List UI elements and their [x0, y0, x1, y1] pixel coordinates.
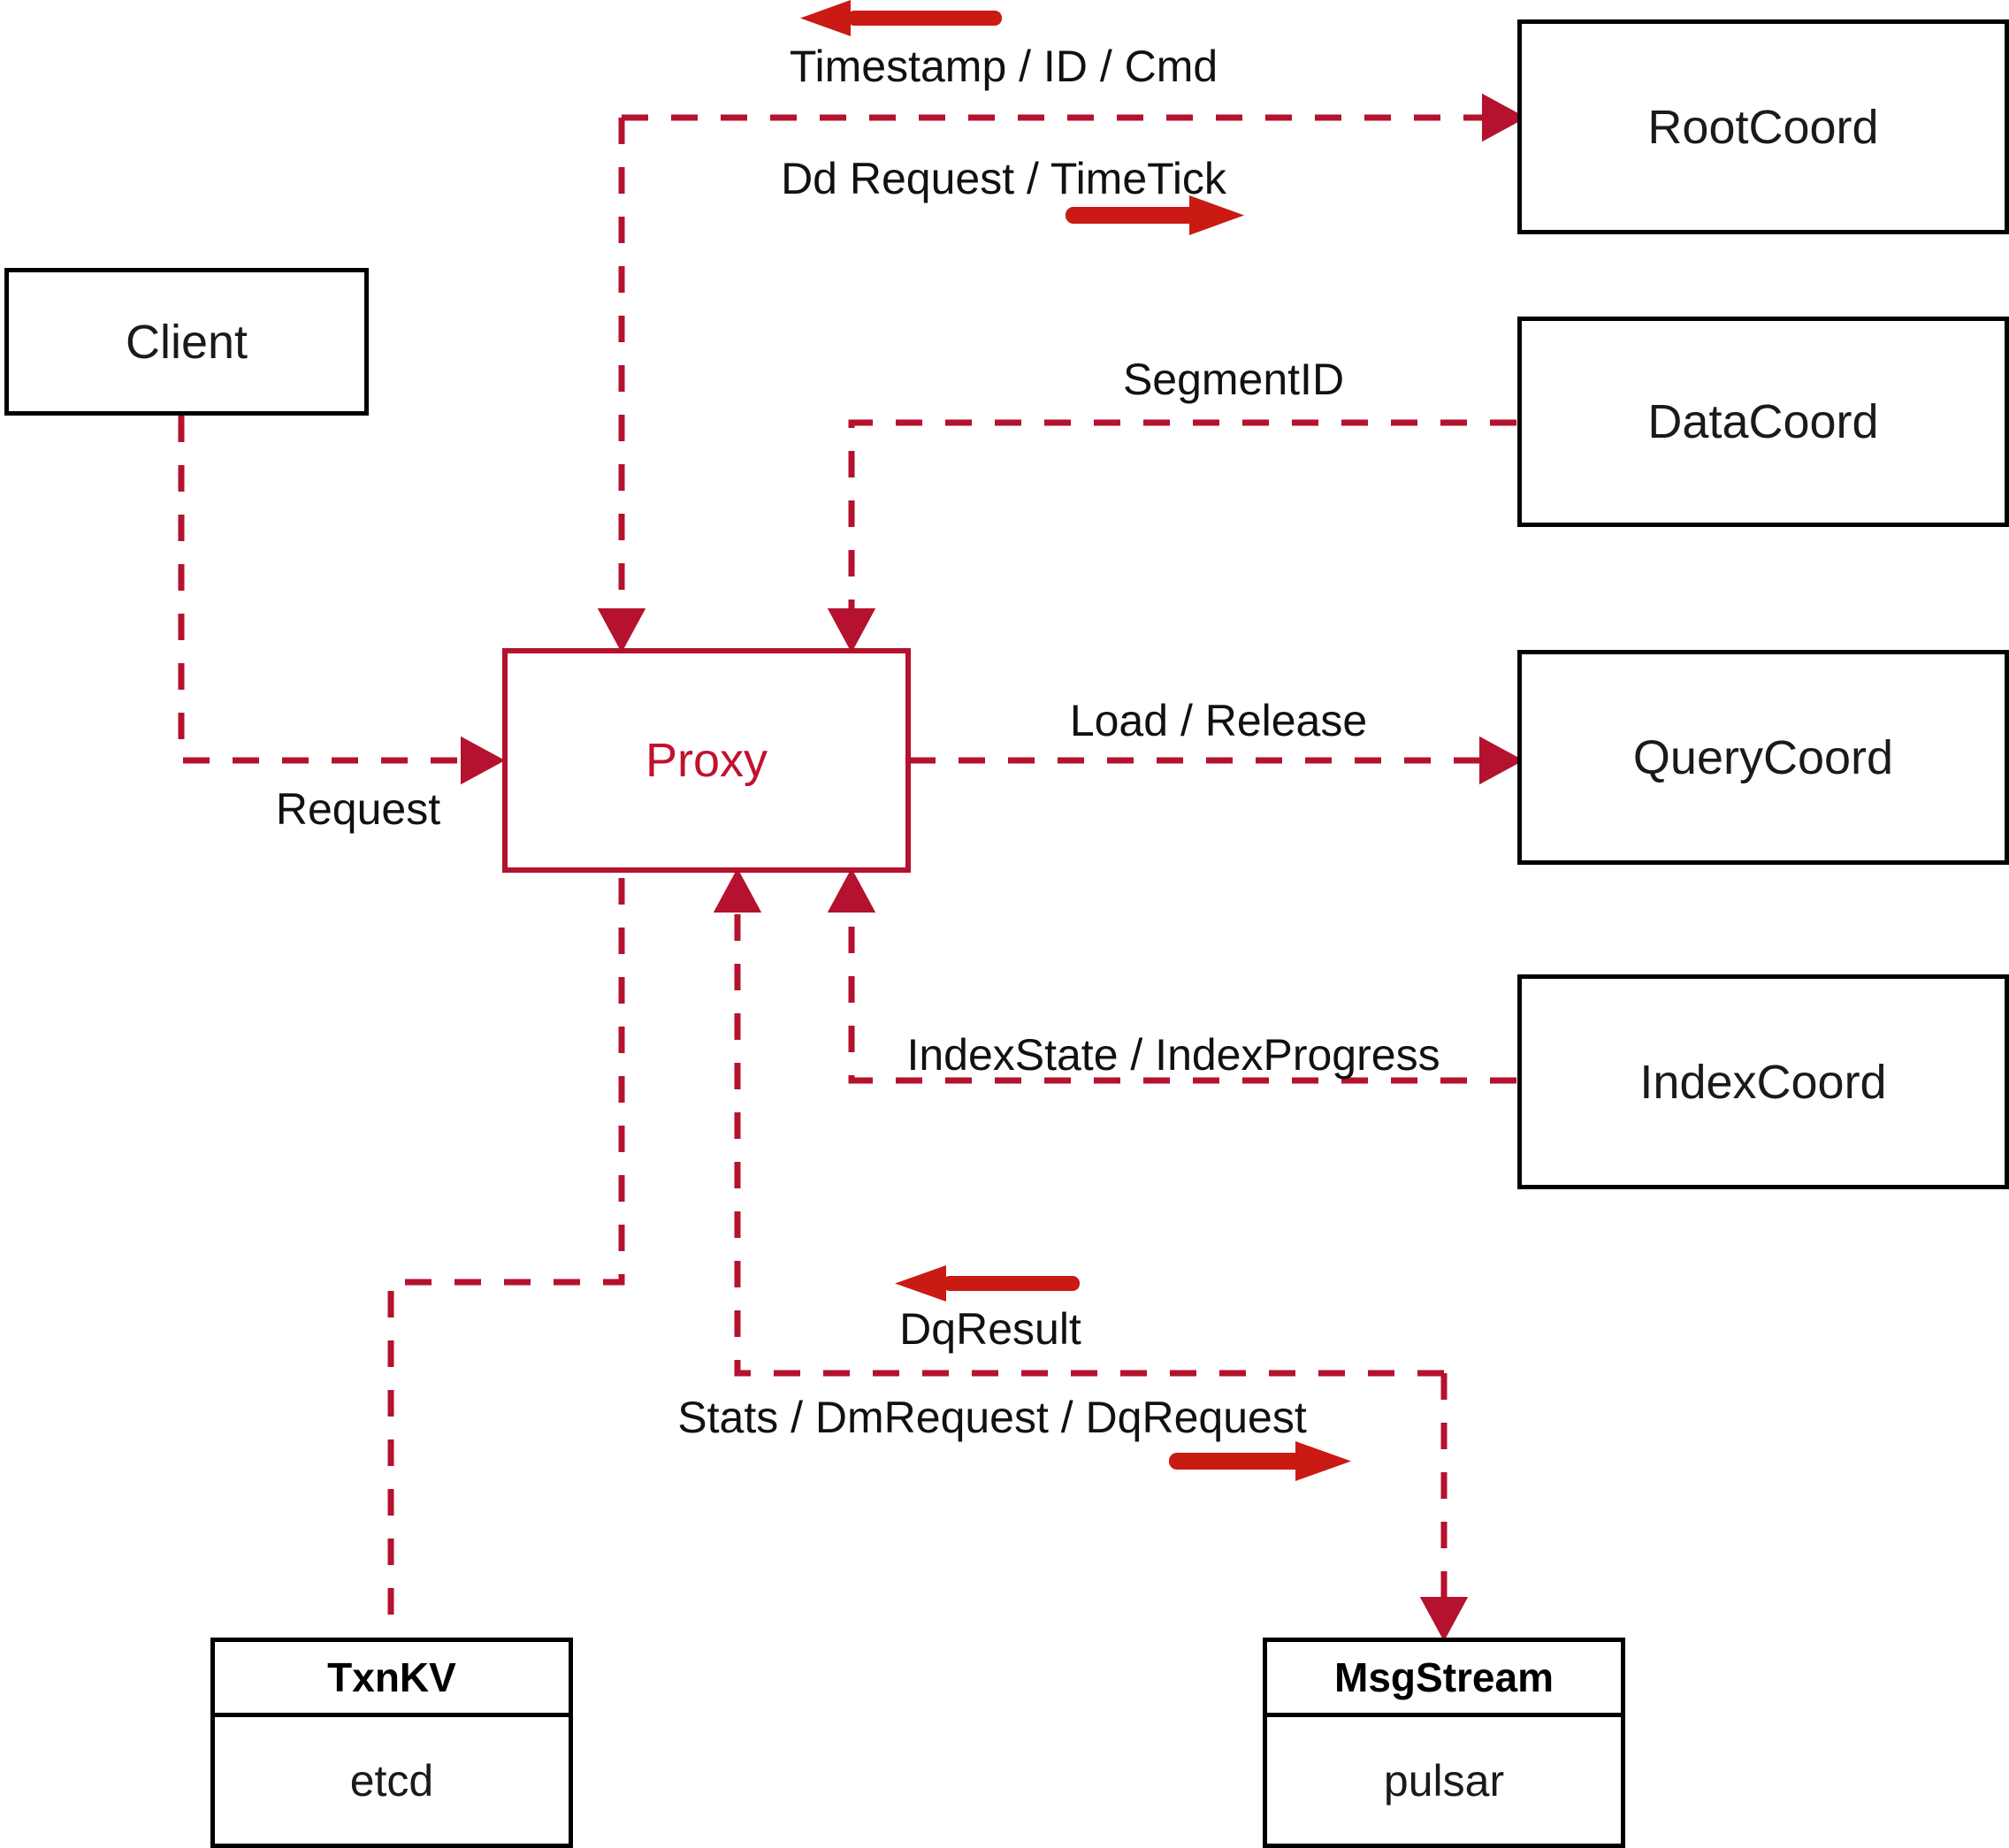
direction-arrow-timestamp-left	[800, 0, 1002, 36]
node-rootcoord[interactable]: RootCoord	[1517, 19, 2009, 234]
edge-label-load-release: Load / Release	[1069, 696, 1368, 745]
direction-arrow-ddrequest-right	[1066, 195, 1244, 235]
node-client[interactable]: Client	[4, 268, 369, 416]
edge-label-dqresult: DqResult	[899, 1304, 1081, 1354]
node-indexcoord[interactable]: IndexCoord	[1517, 974, 2009, 1189]
node-proxy[interactable]: Proxy	[502, 648, 911, 873]
edge-datacoord-to-proxy	[827, 419, 1516, 653]
node-client-label: Client	[125, 315, 248, 369]
edge-label-dd-request-timetick: Dd Request / TimeTick	[781, 154, 1226, 203]
edge-label-request: Request	[275, 784, 441, 834]
direction-arrow-stats-right	[1169, 1441, 1351, 1481]
node-querycoord[interactable]: QueryCoord	[1517, 650, 2009, 865]
node-rootcoord-label: RootCoord	[1647, 100, 1879, 154]
direction-arrow-dqresult-left	[895, 1265, 1080, 1302]
node-txnkv-body: etcd	[215, 1717, 569, 1844]
node-txnkv-impl: etcd	[349, 1755, 434, 1806]
edge-label-stats-dm-dq-request: Stats / DmRequest / DqRequest	[677, 1393, 1307, 1442]
node-msgstream[interactable]: MsgStream pulsar	[1263, 1638, 1625, 1848]
node-msgstream-impl: pulsar	[1383, 1755, 1505, 1806]
edge-label-indexstate-indexprogress: IndexState / IndexProgress	[906, 1030, 1440, 1080]
edge-client-to-proxy	[178, 416, 506, 785]
node-querycoord-label: QueryCoord	[1632, 730, 1894, 784]
edge-msgstream-to-proxy	[713, 867, 1444, 1377]
node-datacoord[interactable]: DataCoord	[1517, 317, 2009, 527]
node-txnkv[interactable]: TxnKV etcd	[210, 1638, 573, 1848]
edge-proxy-to-txnkv	[387, 878, 625, 1638]
edge-indexcoord-to-proxy	[827, 867, 1516, 1084]
node-proxy-label: Proxy	[645, 734, 768, 787]
node-indexcoord-label: IndexCoord	[1639, 1055, 1887, 1109]
node-txnkv-label: TxnKV	[327, 1654, 456, 1700]
node-msgstream-label: MsgStream	[1334, 1654, 1554, 1700]
node-msgstream-body: pulsar	[1267, 1717, 1621, 1844]
node-msgstream-header: MsgStream	[1267, 1642, 1621, 1717]
node-txnkv-header: TxnKV	[215, 1642, 569, 1717]
edge-label-segmentid: SegmentID	[1122, 355, 1345, 404]
edge-label-timestamp-id-cmd: Timestamp / ID / Cmd	[789, 42, 1218, 91]
node-datacoord-label: DataCoord	[1647, 395, 1879, 448]
